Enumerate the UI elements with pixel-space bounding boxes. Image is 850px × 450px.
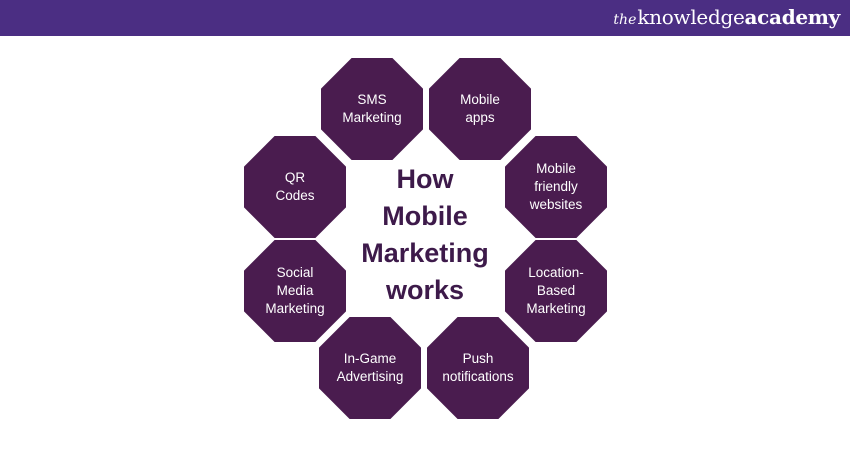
node-label: SMS Marketing xyxy=(342,92,402,125)
node-mobile-friendly-websites: Mobile friendly websites xyxy=(505,136,607,238)
node-push-notifications: Push notifications xyxy=(427,317,529,419)
header-bar: the knowledge academy xyxy=(0,0,850,36)
node-label: Social Media Marketing xyxy=(265,265,325,316)
node-location-based-marketing: Location- Based Marketing xyxy=(505,240,607,342)
node-label: Push notifications xyxy=(442,351,514,384)
node-label: In-Game Advertising xyxy=(336,351,404,384)
logo-the-text: the xyxy=(613,12,637,28)
brand-logo: the knowledge academy xyxy=(613,5,840,31)
node-label: Location- Based Marketing xyxy=(526,265,586,316)
node-sms-marketing: SMS Marketing xyxy=(321,58,423,160)
node-label: Mobile friendly websites xyxy=(529,161,583,212)
node-in-game-advertising: In-Game Advertising xyxy=(319,317,421,419)
node-label: Mobile apps xyxy=(460,92,500,125)
node-label: QR Codes xyxy=(275,170,315,203)
node-qr-codes: QR Codes xyxy=(244,136,346,238)
logo-knowledge-text: knowledge xyxy=(637,5,745,29)
diagram-center-title: How Mobile Marketing works xyxy=(361,164,489,305)
logo-academy-text: academy xyxy=(744,5,841,29)
node-social-media-marketing: Social Media Marketing xyxy=(244,240,346,342)
node-mobile-apps: Mobile apps xyxy=(429,58,531,160)
